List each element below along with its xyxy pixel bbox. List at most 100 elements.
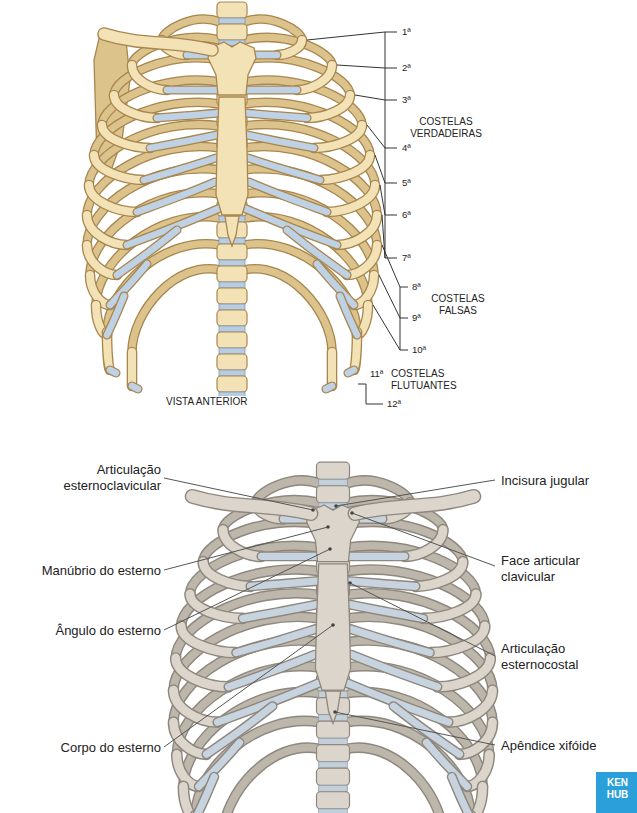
leader-line: [164, 549, 330, 630]
bracket-line: [385, 32, 386, 258]
intervertebral-disc: [319, 809, 348, 813]
leader-line: [380, 185, 397, 215]
costal-cartilage: [348, 581, 415, 586]
leader-line: [164, 625, 333, 747]
vertebra: [217, 310, 247, 326]
vertebra: [217, 288, 247, 304]
posterior-rib: [244, 147, 377, 215]
posterior-rib: [132, 269, 220, 352]
anterior-rib-outline: [174, 690, 218, 722]
anterior-rib: [174, 690, 218, 722]
costal-cartilage-outline: [348, 581, 415, 586]
costal-cartilage-outline: [249, 182, 327, 212]
anterior-rib-outline: [449, 690, 493, 722]
vertebra: [217, 332, 247, 348]
costal-cartilage: [352, 655, 438, 687]
costal-cartilage-outline: [236, 629, 315, 653]
anterior-rib-outline: [327, 352, 338, 386]
leader-line: [337, 65, 397, 68]
intervertebral-disc: [219, 260, 245, 266]
intervertebral-disc: [319, 479, 348, 485]
view-label: VISTA ANTERIOR: [165, 396, 249, 408]
costal-cartilage-outline: [167, 85, 218, 94]
costal-cartilage-outline: [107, 296, 124, 335]
anterior-rib-outline: [423, 594, 476, 619]
intervertebral-disc: [219, 282, 245, 288]
costal-cartilage-outline: [350, 605, 424, 619]
vertebra: [217, 2, 247, 18]
sternum-body: [315, 564, 350, 690]
costal-cartilage: [247, 135, 314, 148]
anterior-rib-outline: [94, 155, 144, 180]
costal-cartilage: [218, 683, 320, 723]
intervertebral-disc: [319, 785, 348, 791]
anterior-rib: [337, 215, 377, 245]
costal-cartilage: [340, 296, 357, 335]
costal-cartilage-outline: [346, 683, 448, 723]
anterior-rib-outline: [438, 658, 491, 687]
anterior-rib: [102, 125, 150, 148]
costal-cartilage: [107, 296, 124, 335]
leader-dot: [333, 710, 337, 714]
posterior-rib-outline: [244, 269, 332, 352]
vertebra: [317, 486, 350, 503]
vertebra: [217, 354, 247, 370]
posterior-rib: [223, 748, 320, 813]
costal-cartilage-outline: [244, 208, 337, 245]
rib-brackets: [307, 32, 408, 404]
clavicle: [192, 496, 311, 513]
costal-cartilage: [249, 182, 327, 212]
part-label: Articulação esternocostal: [500, 641, 634, 672]
costal-cartilage-outline: [246, 113, 307, 118]
vertebra: [217, 376, 247, 392]
leader-line: [367, 125, 397, 148]
anterior-rib-outline: [405, 530, 444, 557]
rib-group-label: COSTELAS FLUTUANTES: [390, 368, 472, 392]
costal-cartilage-outline: [127, 208, 220, 245]
anterior-rib-outline: [127, 352, 138, 386]
anterior-rib-outline: [102, 125, 150, 148]
anterior-rib-outline: [176, 658, 229, 687]
posterior-rib-outline: [174, 617, 320, 690]
clavicle: [355, 496, 474, 513]
costal-cartilage: [246, 113, 307, 118]
costal-cartilage: [427, 743, 468, 787]
rib-number: 3ª: [401, 94, 412, 105]
anterior-rib: [183, 786, 195, 813]
costal-cartilage: [251, 581, 318, 586]
costal-cartilage-tip: [132, 386, 138, 389]
rib-number: 7ª: [401, 252, 412, 263]
costal-cartilage-outline: [340, 296, 357, 335]
anterior-rib-outline: [87, 215, 127, 245]
intervertebral-disc: [319, 738, 348, 744]
anterior-rib: [438, 658, 491, 687]
costal-cartilage-outline: [348, 551, 404, 561]
leader-line: [164, 478, 313, 510]
anterior-rib-outline: [416, 562, 463, 587]
intervertebral-disc: [219, 348, 245, 354]
leader-line: [375, 155, 397, 183]
anterior-rib: [320, 155, 370, 180]
costal-cartilage: [350, 605, 424, 619]
posterior-rib: [346, 617, 492, 690]
posterior-rib: [346, 748, 443, 813]
clavicle: [104, 34, 212, 50]
intervertebral-disc: [219, 326, 245, 332]
costal-cartilage-tip-outline: [348, 370, 354, 373]
anterior-rib-outline: [297, 65, 332, 90]
costal-cartilage: [244, 208, 337, 245]
part-label: Apêndice xifóide: [500, 738, 634, 754]
leader-line: [379, 275, 408, 318]
vertebra: [217, 24, 247, 40]
anterior-rib-outline: [203, 562, 250, 587]
vertebra: [317, 768, 350, 785]
costal-cartilage: [236, 629, 315, 653]
intervertebral-disc: [219, 370, 245, 376]
anterior-rib-outline: [114, 95, 157, 118]
anterior-rib: [87, 215, 127, 245]
intervertebral-disc: [319, 762, 348, 768]
clavicle-outline: [104, 34, 212, 50]
leader-line: [382, 215, 397, 258]
costal-cartilage-outline: [352, 655, 438, 687]
anterior-rib: [114, 95, 157, 118]
